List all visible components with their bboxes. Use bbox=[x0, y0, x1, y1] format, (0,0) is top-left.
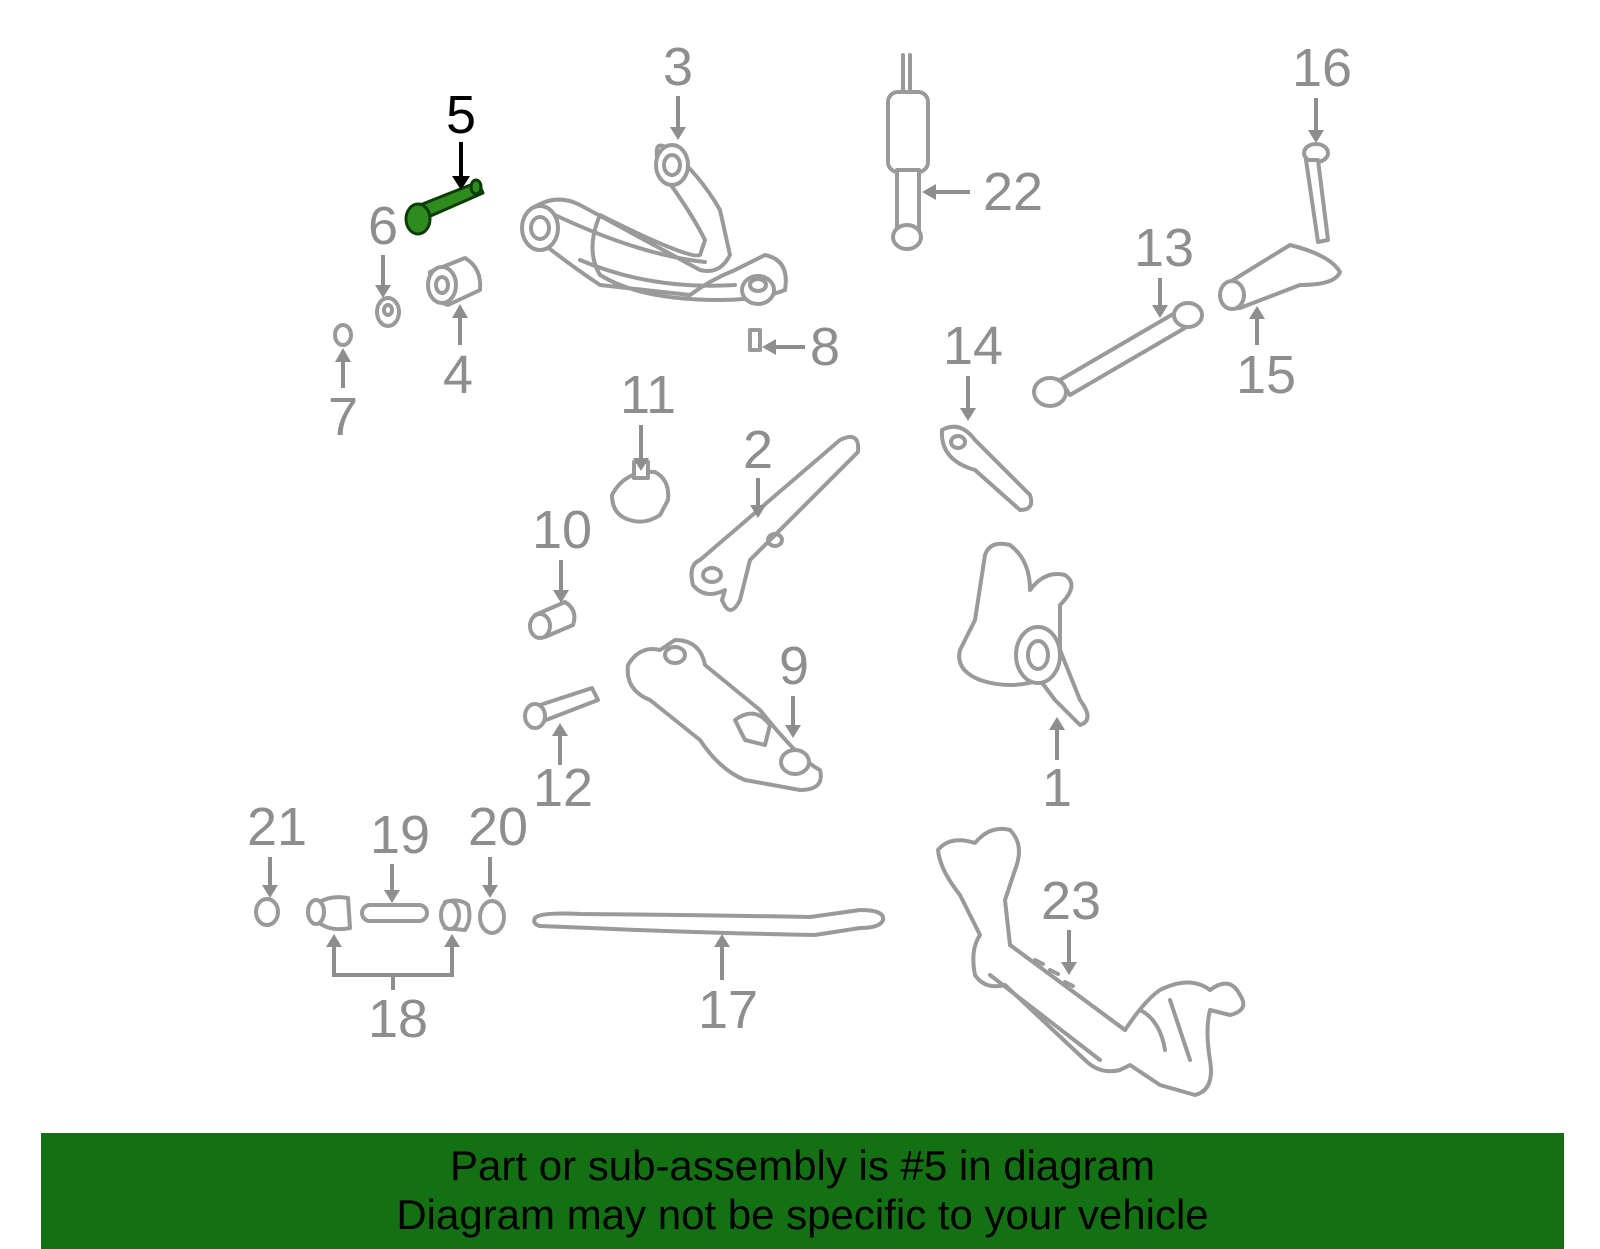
part-10-sleeve[interactable] bbox=[528, 600, 577, 640]
svg-text:6: 6 bbox=[368, 196, 398, 256]
callout-11[interactable]: 11 bbox=[620, 365, 676, 471]
part-16-bolt[interactable] bbox=[1302, 142, 1330, 244]
part-12-bolt[interactable] bbox=[523, 686, 600, 730]
callout-9[interactable]: 9 bbox=[779, 636, 809, 738]
callout-15[interactable]: 15 bbox=[1236, 306, 1296, 405]
part-6-washer[interactable] bbox=[375, 296, 401, 328]
svg-text:13: 13 bbox=[1134, 218, 1194, 278]
svg-text:11: 11 bbox=[620, 365, 676, 425]
part-19-pin[interactable] bbox=[360, 903, 429, 923]
callout-22[interactable]: 22 bbox=[922, 162, 1043, 222]
part-17-stabilizer-bar[interactable] bbox=[532, 908, 886, 937]
svg-text:7: 7 bbox=[328, 387, 358, 447]
callout-5[interactable]: 5 bbox=[446, 85, 476, 190]
part-4-bushing[interactable] bbox=[426, 256, 483, 307]
callout-17[interactable]: 17 bbox=[698, 934, 758, 1040]
callout-19[interactable]: 19 bbox=[370, 805, 430, 903]
svg-text:5: 5 bbox=[446, 85, 476, 145]
part-9-lower-control-arm[interactable] bbox=[625, 638, 823, 792]
part-22-shock-absorber[interactable] bbox=[886, 53, 930, 251]
svg-text:2: 2 bbox=[743, 420, 773, 480]
callout-20[interactable]: 20 bbox=[468, 797, 528, 898]
part-2-strut-arm[interactable] bbox=[689, 435, 861, 612]
callout-8[interactable]: 8 bbox=[762, 317, 840, 377]
callout-13[interactable]: 13 bbox=[1134, 218, 1194, 318]
part-20-ring[interactable] bbox=[478, 899, 506, 935]
callout-4[interactable]: 4 bbox=[443, 304, 473, 405]
svg-text:21: 21 bbox=[247, 797, 307, 857]
svg-text:12: 12 bbox=[533, 758, 593, 818]
part-18-bushing-left[interactable] bbox=[306, 895, 352, 932]
banner-line-2: Diagram may not be specific to your vehi… bbox=[396, 1191, 1209, 1238]
part-1-steering-knuckle[interactable] bbox=[957, 541, 1090, 727]
callout-21[interactable]: 21 bbox=[247, 797, 307, 898]
callout-3[interactable]: 3 bbox=[663, 37, 693, 140]
svg-text:14: 14 bbox=[943, 316, 1003, 376]
svg-text:1: 1 bbox=[1042, 758, 1072, 818]
svg-text:18: 18 bbox=[368, 989, 428, 1049]
part-21-cap[interactable] bbox=[254, 897, 280, 927]
svg-text:17: 17 bbox=[698, 980, 758, 1040]
callout-14[interactable]: 14 bbox=[943, 316, 1003, 421]
svg-text:3: 3 bbox=[663, 37, 693, 97]
part-13-rod[interactable] bbox=[1032, 301, 1204, 408]
svg-text:19: 19 bbox=[370, 805, 430, 865]
callout-10[interactable]: 10 bbox=[532, 500, 592, 603]
svg-text:20: 20 bbox=[468, 797, 528, 857]
callout-16[interactable]: 16 bbox=[1292, 38, 1352, 143]
callout-1[interactable]: 1 bbox=[1042, 717, 1072, 818]
svg-text:15: 15 bbox=[1236, 345, 1296, 405]
svg-text:10: 10 bbox=[532, 500, 592, 560]
part-7-ring[interactable] bbox=[333, 323, 353, 347]
part-18-bushing-right[interactable] bbox=[439, 898, 472, 932]
callout-18[interactable]: 18 bbox=[326, 934, 460, 1049]
callout-2[interactable]: 2 bbox=[743, 420, 773, 518]
svg-text:16: 16 bbox=[1292, 38, 1352, 98]
banner-line-1: Part or sub-assembly is #5 in diagram bbox=[450, 1142, 1155, 1189]
part-23-crossmember[interactable] bbox=[936, 826, 1246, 1097]
part-11-mount[interactable] bbox=[610, 460, 671, 524]
svg-text:8: 8 bbox=[810, 317, 840, 377]
svg-text:9: 9 bbox=[779, 636, 809, 696]
callout-23[interactable]: 23 bbox=[1041, 871, 1101, 975]
part-3-upper-control-arm[interactable] bbox=[520, 143, 788, 352]
svg-text:4: 4 bbox=[443, 345, 473, 405]
callout-12[interactable]: 12 bbox=[533, 723, 593, 818]
parts-diagram: 5 6 7 4 3 bbox=[247, 37, 1352, 1097]
part-15-bracket[interactable] bbox=[1218, 243, 1342, 311]
callout-6[interactable]: 6 bbox=[368, 196, 398, 298]
info-banner: Part or sub-assembly is #5 in diagram Di… bbox=[41, 1133, 1564, 1249]
part-5-bolt[interactable] bbox=[404, 178, 485, 236]
svg-text:23: 23 bbox=[1041, 871, 1101, 931]
svg-text:22: 22 bbox=[983, 162, 1043, 222]
callout-7[interactable]: 7 bbox=[328, 348, 358, 447]
part-14-bracket[interactable] bbox=[939, 424, 1034, 512]
